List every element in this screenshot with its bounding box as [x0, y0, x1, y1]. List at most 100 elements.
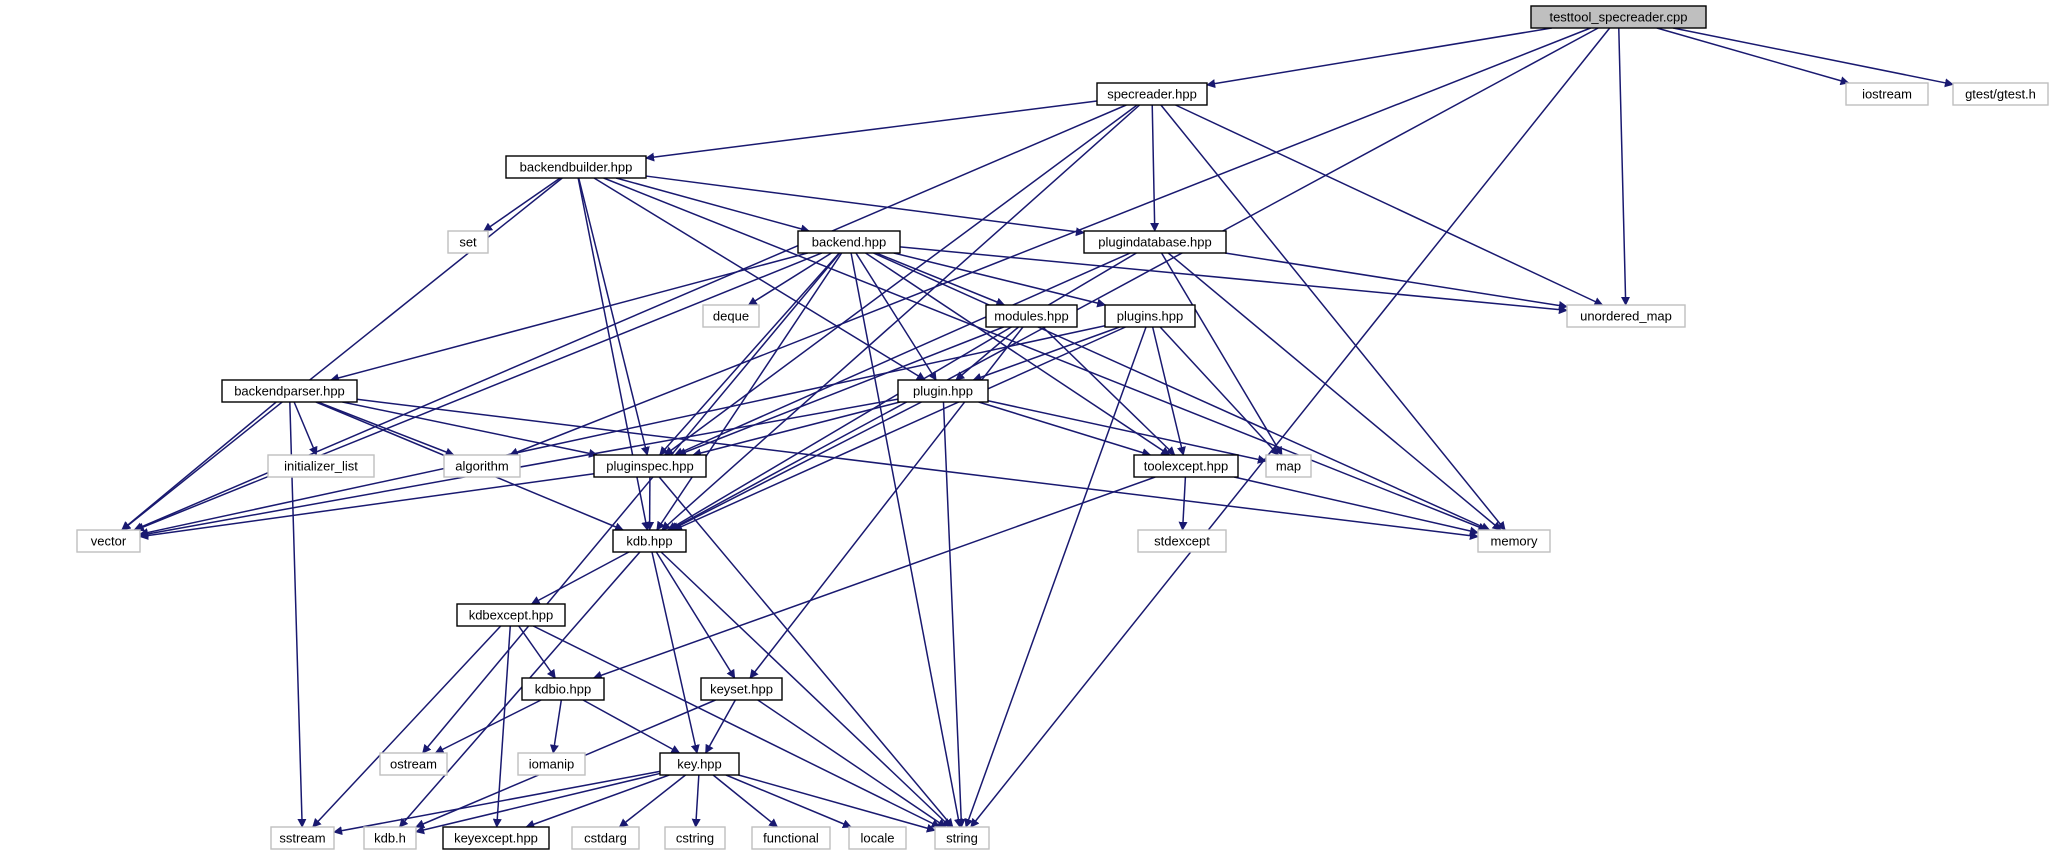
node-ostream: ostream	[379, 752, 448, 776]
node-box	[797, 230, 901, 254]
node-label: backend.hpp	[812, 235, 886, 250]
node-string: string	[934, 826, 990, 850]
node-backendbuilder[interactable]: backendbuilder.hpp	[505, 155, 647, 179]
edge-key-to-kdb_h	[415, 772, 661, 835]
node-label: gtest/gtest.h	[1965, 87, 2036, 102]
node-functional: functional	[751, 826, 831, 850]
node-label: unordered_map	[1580, 309, 1672, 324]
node-label: kdb.h	[374, 831, 406, 846]
node-box	[848, 826, 907, 850]
edge-plugin-to-map	[987, 400, 1267, 464]
node-label: ostream	[390, 757, 437, 772]
edge-backendbuilder-to-plugindatabase	[645, 175, 1085, 237]
node-iomanip: iomanip	[517, 752, 586, 776]
edge-testtool_specreader-to-unordered_map	[1618, 27, 1631, 306]
edge-kdbexcept-to-sstream	[312, 625, 502, 828]
edge-testtool_specreader-to-string	[970, 27, 1611, 828]
node-label: initializer_list	[284, 459, 358, 474]
node-label: cstring	[676, 831, 714, 846]
node-box	[985, 304, 1078, 328]
edge-modules-to-pluginspec	[677, 326, 1004, 457]
node-box	[1566, 304, 1686, 328]
node-label: kdbio.hpp	[535, 682, 591, 697]
edge-keyset-to-string	[757, 699, 947, 828]
node-box	[1265, 454, 1312, 478]
node-box	[1477, 529, 1551, 553]
node-label: cstdarg	[584, 831, 627, 846]
node-kdbio[interactable]: kdbio.hpp	[521, 677, 605, 701]
edge-modules-to-plugin	[955, 326, 1020, 381]
node-label: specreader.hpp	[1107, 87, 1197, 102]
edge-specreader-to-unordered_map	[1175, 104, 1604, 306]
edge-backend-to-string	[850, 252, 963, 828]
edge-backend-to-toolexcept	[865, 252, 1171, 456]
edge-plugin-to-toolexcept	[978, 401, 1152, 457]
node-label: iostream	[1862, 87, 1912, 102]
node-box	[934, 826, 990, 850]
edge-backend-to-ostream	[422, 252, 841, 754]
edge-backendbuilder-to-vector	[121, 177, 563, 531]
edge-backendbuilder-to-plugin	[593, 177, 926, 381]
node-label: backendbuilder.hpp	[520, 160, 633, 175]
node-map: map	[1265, 454, 1312, 478]
edge-plugin-to-kdb	[670, 401, 922, 531]
node-toolexcept[interactable]: toolexcept.hpp	[1133, 454, 1239, 478]
edge-toolexcept-to-kdbio	[592, 476, 1156, 680]
node-box	[517, 752, 586, 776]
nodes-layer: testtool_specreader.cpp specreader.hpp ios…	[76, 5, 2049, 850]
node-set: set	[447, 230, 489, 254]
node-box	[1137, 529, 1227, 553]
edge-backendparser-to-initializer_list	[293, 401, 318, 456]
edge-backend-to-deque	[747, 252, 832, 306]
edge-testtool_specreader-to-gtest	[1672, 27, 1954, 88]
node-label: map	[1276, 459, 1301, 474]
node-label: memory	[1491, 534, 1538, 549]
node-kdbexcept[interactable]: kdbexcept.hpp	[456, 603, 566, 627]
node-keyexcept[interactable]: keyexcept.hpp	[442, 826, 550, 850]
edge-kdb-to-key	[651, 551, 700, 754]
node-box	[1133, 454, 1239, 478]
edge-backend-to-backendparser	[329, 252, 808, 383]
node-plugindatabase[interactable]: plugindatabase.hpp	[1083, 230, 1227, 254]
node-vector: vector	[76, 529, 141, 553]
node-pluginspec[interactable]: pluginspec.hpp	[593, 454, 707, 478]
node-box	[221, 379, 358, 403]
node-box	[379, 752, 448, 776]
edge-toolexcept-to-memory	[1233, 476, 1479, 536]
node-key[interactable]: key.hpp	[659, 752, 740, 776]
node-box	[505, 155, 647, 179]
node-sstream: sstream	[270, 826, 335, 850]
edge-key-to-functional	[712, 774, 779, 828]
node-box	[571, 826, 640, 850]
node-label: kdbexcept.hpp	[469, 608, 554, 623]
edge-key-to-string	[738, 774, 936, 833]
node-kdb[interactable]: kdb.hpp	[612, 529, 687, 553]
edge-backendparser-to-algorithm	[317, 401, 455, 457]
edge-specreader-to-pluginspec	[664, 104, 1138, 456]
node-box	[76, 529, 141, 553]
node-keyset[interactable]: keyset.hpp	[700, 677, 783, 701]
node-plugin[interactable]: plugin.hpp	[897, 379, 989, 403]
node-backendparser[interactable]: backendparser.hpp	[221, 379, 358, 403]
node-specreader[interactable]: specreader.hpp	[1096, 82, 1208, 106]
node-box	[702, 304, 760, 328]
edge-plugin-to-pluginspec	[692, 401, 901, 458]
node-box	[751, 826, 831, 850]
node-plugins[interactable]: plugins.hpp	[1104, 304, 1196, 328]
node-box	[659, 752, 740, 776]
edge-specreader-to-backendbuilder	[645, 100, 1098, 162]
node-memory: memory	[1477, 529, 1551, 553]
node-label: sstream	[279, 831, 325, 846]
edge-modules-to-toolexcept	[1042, 326, 1176, 456]
node-box	[1845, 82, 1929, 106]
edge-specreader-to-kdb	[661, 104, 1141, 531]
edge-plugins-to-map	[1159, 326, 1279, 456]
node-modules[interactable]: modules.hpp	[985, 304, 1078, 328]
edge-plugins-to-vector	[139, 324, 1106, 537]
edge-backend-to-pluginspec	[659, 252, 840, 456]
node-box	[1083, 230, 1227, 254]
node-testtool-specreader[interactable]: testtool_specreader.cpp	[1530, 5, 1707, 29]
edge-testtool_specreader-to-specreader	[1206, 27, 1552, 89]
node-backend[interactable]: backend.hpp	[797, 230, 901, 254]
node-unordered-map: unordered_map	[1566, 304, 1686, 328]
